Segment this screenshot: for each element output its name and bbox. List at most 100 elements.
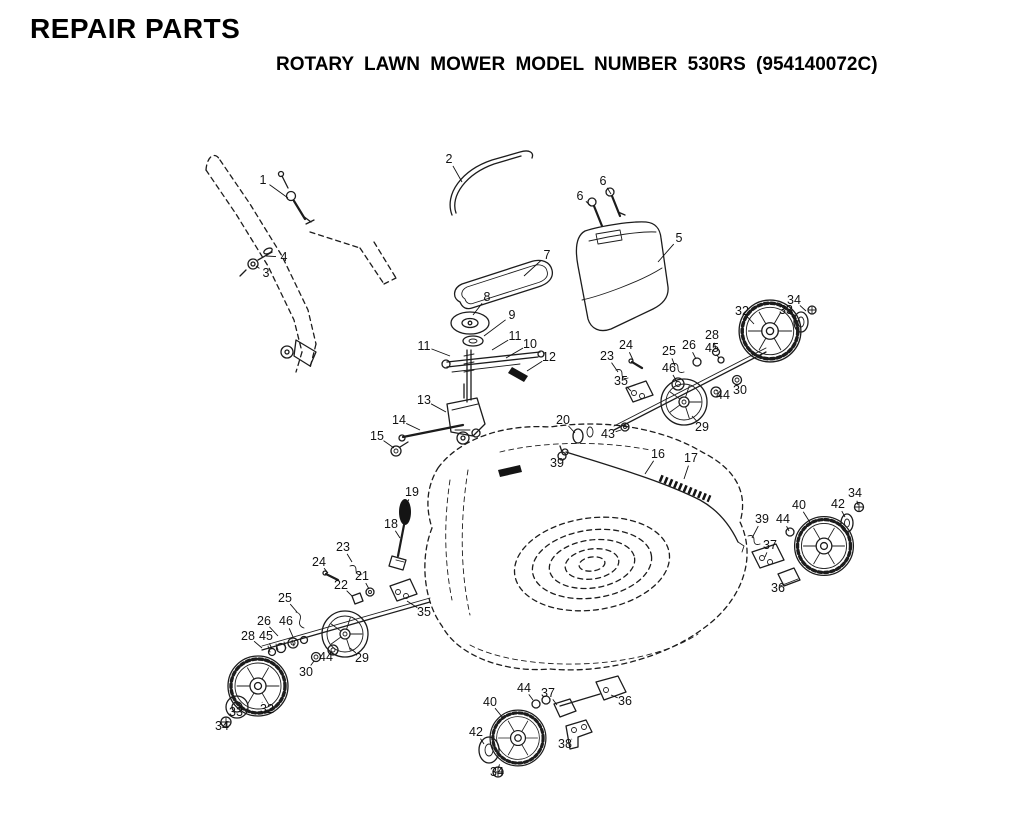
part-callout-30: 30	[299, 665, 313, 679]
callout-leader-line	[528, 694, 534, 701]
part-callout-38: 38	[558, 737, 572, 751]
mower-deck	[424, 423, 748, 671]
part-callout-40: 40	[792, 498, 806, 512]
callout-leader-line	[786, 525, 790, 532]
part-callout-44: 44	[716, 388, 730, 402]
callout-leader-line	[238, 706, 242, 710]
part-callout-29: 29	[695, 420, 709, 434]
part-callout-1: 1	[260, 173, 267, 187]
callout-leader-line	[526, 360, 543, 372]
callout-leader-line	[716, 354, 720, 359]
callout-leader-line	[568, 425, 576, 434]
part-callout-17: 17	[684, 451, 698, 465]
handle-bolt	[277, 170, 315, 225]
part-callout-39: 39	[550, 456, 564, 470]
part-callout-12: 12	[542, 350, 556, 364]
callout-leader-line	[289, 603, 298, 613]
part-callout-44: 44	[776, 512, 790, 526]
callout-leader-line	[406, 423, 421, 431]
part-callout-25: 25	[662, 344, 676, 358]
part-callout-25: 25	[278, 591, 292, 605]
callout-leader-line	[494, 707, 504, 719]
callout-leader-line	[552, 699, 558, 706]
part-callout-26: 26	[257, 614, 271, 628]
callout-leader-line	[406, 600, 418, 609]
part-callout-7: 7	[544, 248, 551, 262]
callout-leader-line	[405, 499, 410, 507]
callout-leader-line	[626, 386, 632, 392]
gearbox-assembly	[390, 383, 486, 457]
part-callout-11: 11	[509, 329, 522, 343]
callout-leader-line	[268, 643, 273, 650]
handle-assembly	[205, 154, 397, 373]
part-callout-5: 5	[676, 231, 683, 245]
part-callout-29: 29	[355, 651, 369, 665]
callout-leader-line	[288, 628, 294, 638]
callout-leader-line	[505, 347, 524, 359]
callout-leader-line	[523, 260, 542, 277]
part-callout-19: 19	[405, 485, 419, 499]
page-title: REPAIR PARTS	[30, 13, 241, 44]
callout-leader-line	[611, 362, 619, 373]
part-callout-14: 14	[392, 413, 406, 427]
callout-leader-line	[491, 339, 509, 351]
callout-leader-line	[615, 429, 622, 433]
cover-bolts	[587, 187, 626, 228]
callout-leader-line	[644, 460, 655, 475]
callout-leader-line	[802, 511, 812, 525]
callout-leader-line	[346, 553, 353, 563]
callout-leader-line	[691, 415, 697, 422]
front-right-wheel-assembly	[478, 675, 627, 778]
part-callout-33: 33	[229, 705, 243, 719]
callout-leader-line	[480, 738, 485, 745]
callout-leader-line	[751, 525, 759, 539]
callout-leader-line	[497, 764, 500, 770]
callout-leader-line	[225, 720, 229, 724]
part-callout-2: 2	[446, 152, 453, 166]
part-callout-36: 36	[771, 581, 785, 595]
part-callout-26: 26	[682, 338, 696, 352]
callout-leader-line	[747, 316, 755, 325]
part-callout-32: 32	[735, 304, 749, 318]
part-callout-35: 35	[614, 374, 628, 388]
callout-leader-line	[452, 165, 463, 183]
part-callout-6: 6	[577, 189, 584, 203]
part-callout-39: 39	[755, 512, 769, 526]
part-callout-37: 37	[763, 538, 777, 552]
callout-leader-line	[672, 374, 678, 383]
callout-leader-line	[365, 582, 370, 590]
part-callout-8: 8	[484, 290, 491, 304]
part-callout-34: 34	[848, 486, 862, 500]
callout-leader-line	[253, 640, 263, 649]
callout-leader-line	[346, 590, 353, 597]
part-callout-28: 28	[705, 328, 719, 342]
callout-leader-line	[657, 243, 675, 263]
part-callout-16: 16	[651, 447, 665, 461]
drive-rod	[557, 445, 745, 553]
part-callout-4: 4	[281, 250, 288, 264]
part-callout-37: 37	[541, 686, 555, 700]
axle-rings	[572, 422, 630, 444]
handle-hardware	[239, 247, 273, 277]
rear-cover	[575, 221, 669, 332]
part-callout-18: 18	[384, 517, 398, 531]
part-callout-36: 36	[618, 694, 632, 708]
callout-leader-line	[713, 342, 717, 350]
part-callout-21: 21	[355, 569, 369, 583]
callout-leader-line	[856, 500, 859, 506]
callout-leader-line	[671, 358, 676, 367]
part-callout-24: 24	[619, 338, 633, 352]
rear-axle-assembly	[613, 298, 817, 431]
callout-leader-line	[764, 552, 768, 558]
drive-belt	[453, 259, 554, 310]
part-callout-23: 23	[600, 349, 614, 363]
part-callout-43: 43	[601, 427, 615, 441]
callout-leader-line	[269, 626, 279, 637]
front-axle-assembly	[220, 499, 431, 728]
part-callout-28: 28	[241, 629, 255, 643]
callout-leader-line	[683, 465, 689, 480]
callout-leader-line	[472, 303, 483, 316]
part-callout-34: 34	[490, 765, 504, 779]
part-callout-35: 35	[417, 605, 431, 619]
